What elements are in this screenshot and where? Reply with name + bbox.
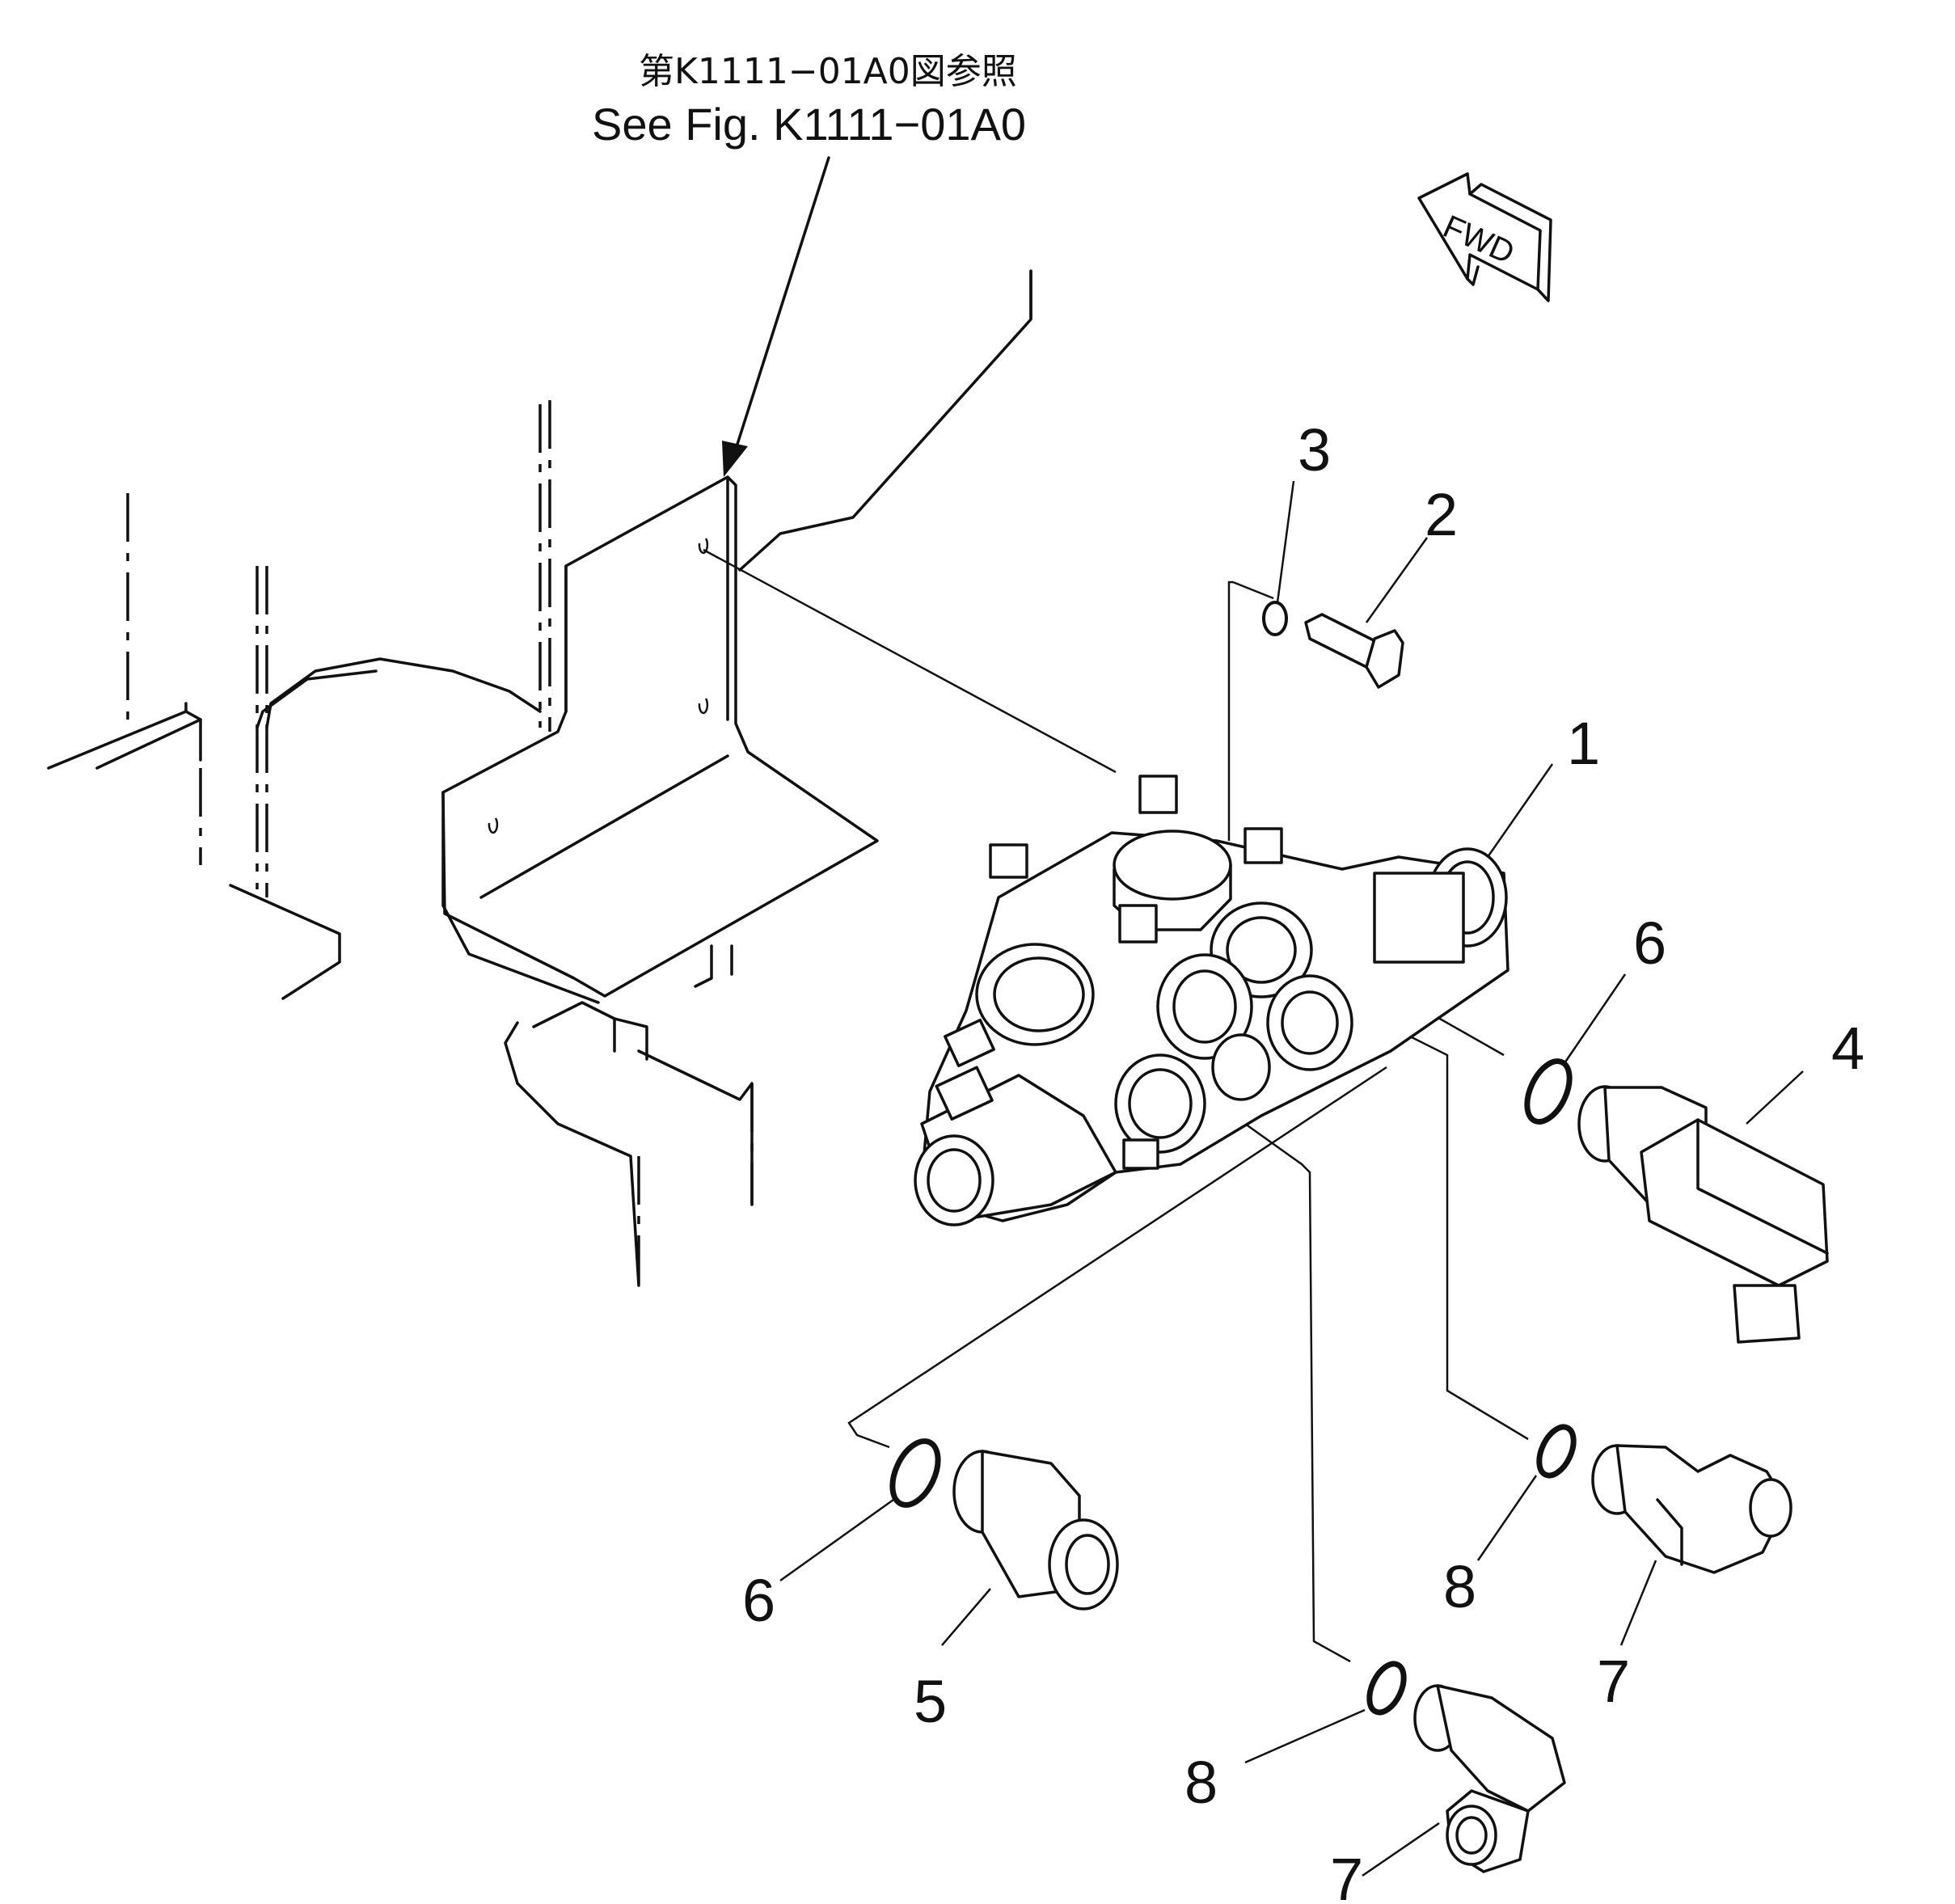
callout-6-lower: 6 (742, 1567, 775, 1634)
o-ring-6-upper (1524, 1058, 1573, 1125)
callout-5: 5 (914, 1668, 947, 1735)
reference-text-en: See Fig. K1111−01A0 (592, 99, 1026, 150)
pressure-switch-part (1577, 1085, 1829, 1344)
callout-leaders (779, 480, 1804, 1877)
valve-assembly (914, 775, 1510, 1226)
washer-part (1262, 601, 1288, 636)
mounting-bracket (441, 475, 1117, 1004)
callout-4: 4 (1831, 1015, 1864, 1082)
callout-7-lower: 7 (1330, 1846, 1363, 1904)
callout-8-lower: 8 (1184, 1749, 1218, 1816)
straight-connector-part (952, 1450, 1119, 1611)
callout-7-upper: 7 (1597, 1648, 1630, 1715)
o-ring-8-lower (1366, 1661, 1407, 1716)
elbow-fitting-lower-part (1413, 1684, 1566, 1873)
o-ring-8-upper (1536, 1424, 1577, 1479)
frame-structure (47, 269, 1032, 1287)
callout-6-upper: 6 (1633, 910, 1666, 977)
o-ring-6-lower (889, 1438, 941, 1508)
reference-arrow (722, 156, 830, 477)
callout-8-upper: 8 (1443, 1553, 1476, 1620)
callout-2: 2 (1425, 481, 1458, 548)
elbow-fitting-upper-part (1591, 1444, 1792, 1574)
callout-1: 1 (1567, 710, 1600, 777)
reference-text-jp: 第K1111−01A0図参照 (639, 51, 1017, 92)
fwd-arrow-icon: FWD (1417, 172, 1552, 302)
bolt-part (1304, 613, 1404, 689)
callout-3: 3 (1298, 416, 1331, 483)
